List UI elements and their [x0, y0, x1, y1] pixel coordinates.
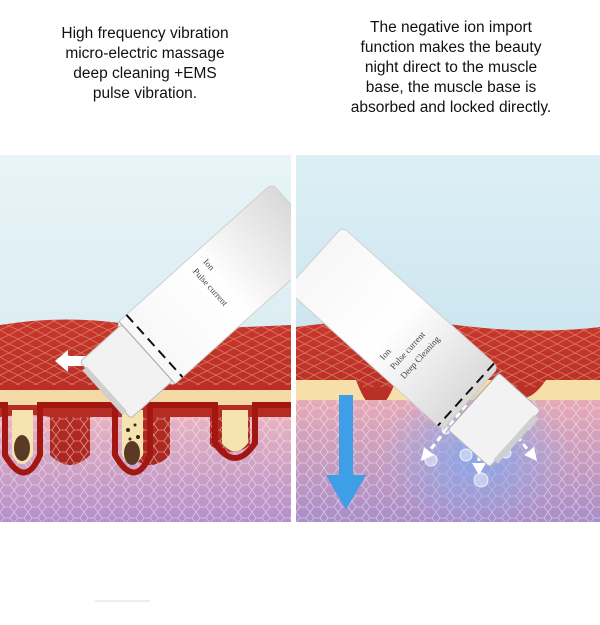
- left-arrow-icon: [55, 350, 88, 372]
- pore-dirt: [14, 435, 30, 461]
- left-caption: High frequency vibration micro-electric …: [61, 25, 229, 102]
- beauty-device: Ion Pulse current: [80, 185, 291, 418]
- bottom-divider-line: [95, 600, 150, 602]
- pore-outline: [0, 402, 291, 476]
- downward-arrow-icon: [326, 395, 366, 510]
- beauty-device-right: Ion Pulse current Deep Cleaning: [296, 228, 540, 467]
- panel-divider: [291, 155, 296, 522]
- ion-import-illustration: Ion Pulse current Deep Cleaning: [296, 155, 600, 522]
- deep-cleaning-illustration: Ion Pulse current: [0, 155, 291, 522]
- right-caption: The negative ion import function makes t…: [350, 19, 552, 116]
